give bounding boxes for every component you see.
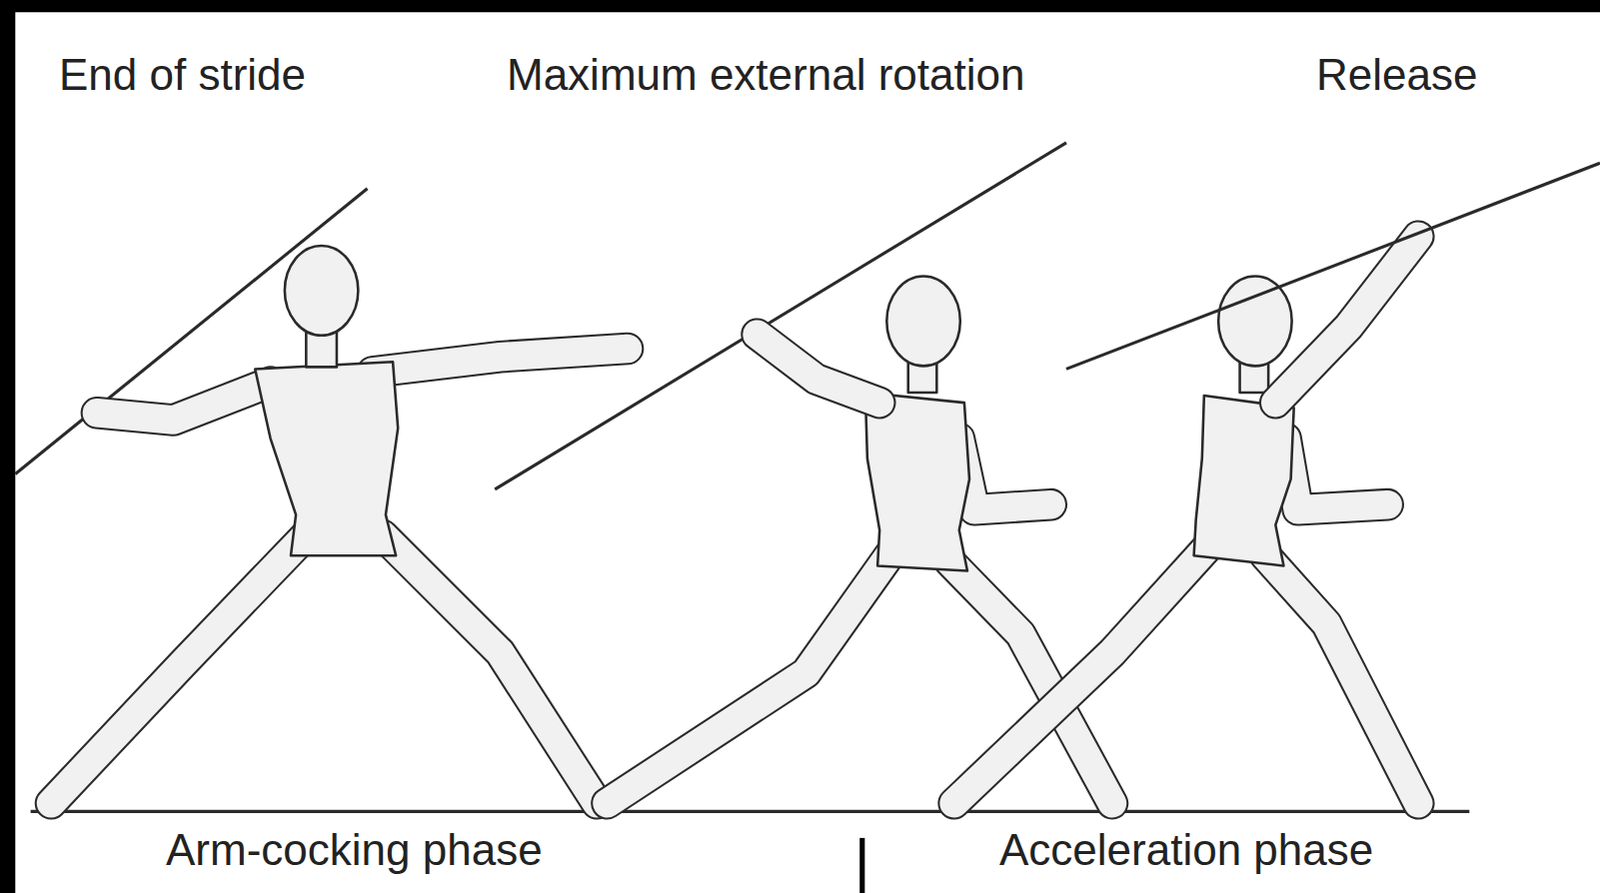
thrower-figure	[954, 162, 1600, 804]
ground-line	[30, 810, 1471, 814]
phase-label: Arm-cocking phase	[165, 825, 543, 877]
event-label: Maximum external rotation	[506, 49, 1025, 101]
thrower-figure	[14, 188, 628, 804]
event-label: End of stride	[58, 49, 306, 101]
phase-label: Acceleration phase	[999, 825, 1374, 877]
event-label: Release	[1316, 49, 1478, 101]
white-ground	[14, 11, 1600, 893]
phase-divider	[859, 838, 865, 893]
thrower-figure	[494, 142, 1113, 804]
